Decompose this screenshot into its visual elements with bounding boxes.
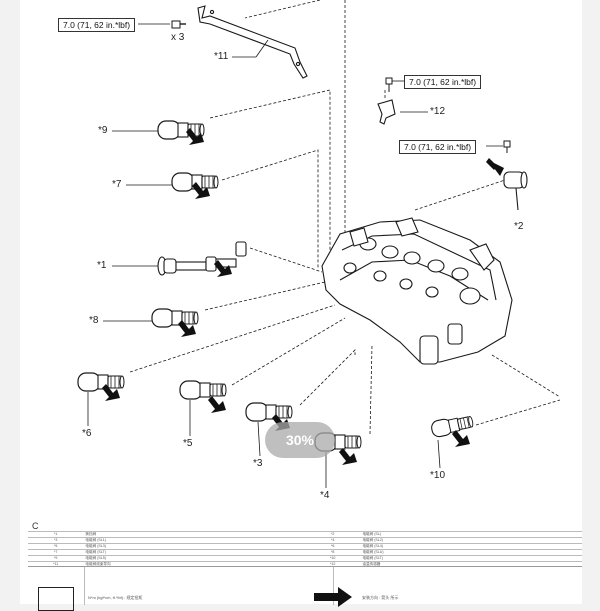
leader-lines — [87, 130, 441, 488]
legend-key: *12 — [305, 561, 361, 567]
legend-key: *7 — [28, 549, 84, 556]
legend-value: 电磁阀 (SL3) — [83, 543, 306, 550]
legend-key: *10 — [305, 555, 361, 562]
solenoid-part-8 — [151, 308, 199, 328]
legend-key: *11 — [28, 561, 84, 567]
bracket-part-12 — [377, 99, 396, 125]
legend-key: *1 — [28, 531, 84, 538]
arrow-right-icon — [314, 587, 352, 607]
bolt-icon — [503, 140, 511, 153]
solenoid-part-3 — [245, 402, 293, 422]
legend-value: 电磁阀 (SL2) — [360, 537, 582, 544]
assembly-guide-lines — [129, 0, 561, 435]
legend-footer: N*m (kgf*cm, ft.*lbf) : 规定扭矩 安装方向 : 箭头 所… — [28, 566, 582, 611]
callout-6: *6 — [82, 428, 92, 439]
solenoid-part-2 — [503, 171, 528, 211]
legend-value: 换挡阀 — [83, 531, 306, 538]
legend-value: 电磁阀 (SLU) — [360, 549, 582, 556]
callout-7: *7 — [112, 179, 122, 190]
legend-value: 电磁阀线束导向 — [83, 561, 306, 567]
legend-key: *9 — [28, 555, 84, 562]
callout-2: *2 — [514, 221, 524, 232]
legend-letter: C — [32, 521, 39, 531]
arrow-legend-text: 安装方向 : 箭头 所示 — [362, 595, 399, 600]
bolt-quantity: x 3 — [171, 32, 185, 43]
legend-key: *5 — [28, 543, 84, 550]
legend-value: 电磁阀 (SLT) — [83, 549, 306, 556]
torque-spec-top-left: 7.0 (71, 62 in.*lbf) — [58, 18, 136, 32]
solenoid-part-9 — [157, 120, 205, 140]
zoom-level-badge[interactable]: 30% — [265, 422, 335, 458]
legend-value: 电磁阀 (SL1) — [83, 537, 306, 544]
callout-3: *3 — [253, 458, 263, 469]
callout-4: *4 — [320, 490, 330, 501]
legend-key: *3 — [28, 537, 84, 544]
torque-legend-text: N*m (kgf*cm, ft.*lbf) : 规定扭矩 — [88, 595, 143, 600]
harness-guide-part-11 — [197, 5, 308, 79]
torque-box-icon — [38, 587, 74, 611]
callout-5: *5 — [183, 438, 193, 449]
legend-value: 电磁阀 (SL5) — [83, 555, 306, 562]
callout-1: *1 — [97, 260, 107, 271]
callout-8: *8 — [89, 315, 99, 326]
callout-10: *10 — [430, 470, 446, 481]
torque-spec-right: 7.0 (71, 62 in.*lbf) — [399, 140, 477, 154]
legend-value: 电磁阀 (SL4) — [360, 543, 582, 550]
legend-value: 电磁阀 (SL) — [360, 531, 582, 538]
callout-12: *12 — [430, 106, 446, 117]
exploded-view-diagram — [77, 0, 561, 488]
solenoid-part-6 — [77, 372, 125, 392]
bolt-icon — [385, 77, 393, 92]
bolt-icon — [171, 20, 186, 29]
torque-spec-upper-right: 7.0 (71, 62 in.*lbf) — [404, 75, 482, 89]
legend-key: *2 — [305, 531, 361, 538]
arrow-down-icon — [486, 158, 504, 176]
legend-key: *8 — [305, 549, 361, 556]
legend-key: *6 — [305, 543, 361, 550]
legend-key: *4 — [305, 537, 361, 544]
legend-value: 电磁阀 (SLT) — [360, 555, 582, 562]
solenoid-part-5 — [179, 380, 227, 400]
shift-valve-part-1 — [157, 241, 247, 276]
legend-value: 油温传感器 — [360, 561, 582, 567]
valve-body-assembly — [321, 217, 513, 365]
callout-11: *11 — [214, 51, 229, 62]
callout-9: *9 — [98, 125, 108, 136]
